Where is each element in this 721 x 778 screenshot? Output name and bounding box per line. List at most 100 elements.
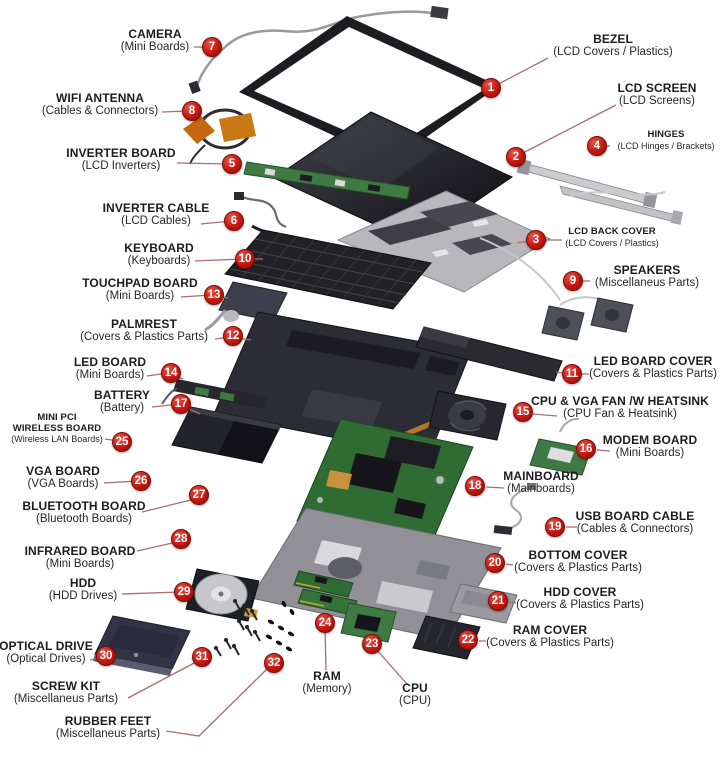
part-title: PALMREST [111, 317, 177, 331]
part-title: MODEM BOARD [602, 433, 698, 447]
leader-line-24 [324, 628, 327, 671]
part-badge-30: 30 [96, 646, 116, 666]
part-title: KEYBOARD [124, 241, 194, 255]
usb-board-cable-art [493, 483, 536, 535]
part-title: LCD SCREEN [617, 81, 697, 95]
palmrest-art [213, 311, 472, 457]
part-badge-15: 15 [513, 402, 533, 422]
part-category: (Covers & Plastics Parts) [80, 331, 208, 344]
bezel-art [239, 16, 499, 162]
part-label-modem-board: MODEM BOARD(Mini Boards) [550, 433, 721, 460]
part-label-bottom-cover: BOTTOM COVER(Covers & Plastics Parts) [478, 548, 678, 575]
part-badge-10: 10 [235, 249, 255, 269]
part-category: (LCD Inverters) [81, 160, 161, 173]
part-badge-32: 32 [264, 653, 284, 673]
part-title: BATTERY [93, 388, 151, 402]
part-label-cpu: CPU(CPU) [315, 681, 515, 708]
cpu-vga-fan-heatsink-art [380, 390, 507, 453]
part-label-touchpad-board: TOUCHPAD BOARD(Mini Boards) [40, 276, 240, 303]
part-badge-1: 1 [481, 78, 501, 98]
part-badge-3: 3 [526, 230, 546, 250]
part-label-bezel: BEZEL(LCD Covers / Plastics) [513, 32, 713, 59]
leader-line-32 [165, 665, 271, 737]
part-badge-9: 9 [563, 271, 583, 291]
part-badge-16: 16 [576, 439, 596, 459]
part-label-battery: BATTERY(Battery) [22, 388, 222, 415]
leader-line-15 [532, 413, 558, 417]
part-title: OPTICAL DRIVE [0, 639, 93, 653]
part-title: CPU & VGA FAN /W HEATSINK [531, 394, 709, 408]
part-badge-2: 2 [506, 147, 526, 167]
part-category: (Covers & Plastics Parts) [514, 562, 642, 575]
leader-line-27 [141, 498, 196, 513]
battery-art [171, 406, 282, 464]
bottom-cover-art [250, 507, 502, 641]
part-category: (Bluetooth Boards) [36, 513, 132, 526]
part-category: (HDD Drives) [48, 590, 118, 603]
lcd-back-cover-art [336, 190, 552, 293]
leader-line-5 [176, 162, 230, 165]
part-category: (LCD Covers / Plastics) [565, 237, 659, 248]
leader-line-1 [490, 57, 549, 89]
part-category: (LCD Covers / Plastics) [553, 46, 673, 59]
speakers-art [479, 237, 634, 341]
part-category: (Memory) [302, 683, 352, 696]
leader-line-16 [596, 449, 611, 452]
part-category: (Mini Boards) [105, 290, 175, 303]
part-label-keyboard: KEYBOARD(Keyboards) [59, 241, 259, 268]
part-badge-24: 24 [315, 613, 335, 633]
part-category: (CPU) [399, 695, 431, 708]
part-label-ram: RAM(Memory) [227, 669, 427, 696]
part-category: (CPU Fan & Heatsink) [563, 408, 677, 421]
leader-line-20 [505, 563, 514, 566]
part-title: VGA BOARD [26, 464, 100, 478]
part-label-wifi-antenna: WIFI ANTENNA(Cables & Connectors) [0, 91, 200, 118]
leader-line-18 [485, 486, 505, 489]
part-badge-27: 27 [189, 485, 209, 505]
part-category: (LCD Screens) [618, 95, 696, 108]
led-board-art [161, 379, 268, 409]
leader-line-21 [508, 601, 517, 604]
part-category: (VGA Boards) [27, 478, 99, 491]
part-badge-5: 5 [222, 154, 242, 174]
leader-line-29 [121, 591, 181, 595]
part-category: (Covers & Plastics Parts) [589, 368, 717, 381]
part-label-optical-drive: OPTICAL DRIVE(Optical Drives) [0, 639, 146, 666]
part-badge-20: 20 [485, 553, 505, 573]
part-badge-4: 4 [587, 136, 607, 156]
part-label-lcd-screen: LCD SCREEN(LCD Screens) [557, 81, 721, 108]
part-label-speakers: SPEAKERS(Miscellaneus Parts) [547, 263, 721, 290]
part-title: BEZEL [593, 32, 633, 46]
part-title: USB BOARD CABLE [575, 509, 695, 523]
touchpad-board-art [204, 281, 288, 332]
part-badge-23: 23 [362, 634, 382, 654]
part-title: RAM COVER [512, 623, 588, 637]
part-title: HINGES [647, 129, 685, 140]
part-label-usb-board-cable: USB BOARD CABLE(Cables & Connectors) [535, 509, 721, 536]
part-category: (Wireless LAN Boards) [11, 434, 103, 445]
leader-line-28 [136, 541, 178, 552]
wifi-antenna-art [183, 108, 256, 165]
part-label-hdd-cover: HDD COVER(Covers & Plastics Parts) [480, 585, 680, 612]
part-title: RAM [313, 669, 341, 683]
part-category: (Optical Drives) [6, 653, 86, 666]
part-label-ram-cover: RAM COVER(Covers & Plastics Parts) [450, 623, 650, 650]
part-badge-31: 31 [192, 647, 212, 667]
part-category: (Miscellaneus Parts) [13, 693, 119, 706]
part-badge-25: 25 [112, 432, 132, 452]
part-label-inverter-board: INVERTER BOARD(LCD Inverters) [21, 146, 221, 173]
leader-line-31 [127, 660, 199, 699]
part-badge-22: 22 [458, 630, 478, 650]
part-label-mini-pci-wireless-board: MINI PCI WIRELESS BOARD(Wireless LAN Boa… [2, 412, 112, 445]
part-label-hdd: HDD(HDD Drives) [0, 576, 183, 603]
part-label-rubber-feet: RUBBER FEET(Miscellaneus Parts) [8, 714, 208, 741]
part-category: (Mini Boards) [45, 558, 115, 571]
part-label-cpu-vga-fan-w-heatsink: CPU & VGA FAN /W HEATSINK(CPU Fan & Heat… [520, 394, 720, 421]
part-title: LCD BACK COVER [568, 226, 656, 237]
part-title: WIFI ANTENNA [55, 91, 145, 105]
part-label-screw-kit: SCREW KIT(Miscellaneus Parts) [0, 679, 166, 706]
part-title: MAINBOARD [503, 469, 579, 483]
